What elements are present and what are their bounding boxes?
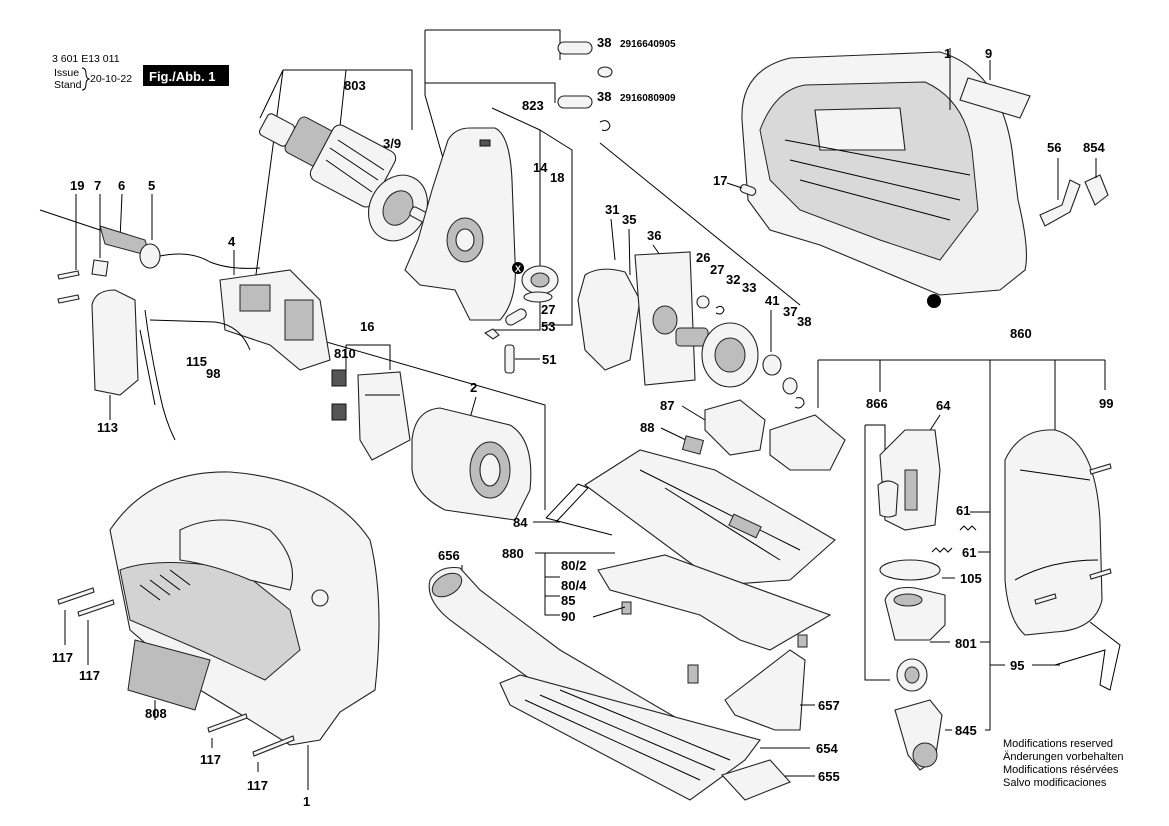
label-866: 866 bbox=[866, 396, 888, 411]
label-7: 7 bbox=[94, 178, 101, 193]
label-26: 26 bbox=[696, 250, 710, 265]
label-80-4: 80/4 bbox=[561, 578, 587, 593]
label-14: 14 bbox=[533, 160, 548, 175]
note-line-4: Salvo modificaciones bbox=[1003, 777, 1107, 789]
issue-label: Issue bbox=[54, 67, 79, 79]
label-99: 99 bbox=[1099, 396, 1113, 411]
bearing-plate-823: 823 14 18 X 27 53 51 bbox=[404, 29, 573, 374]
label-6: 6 bbox=[118, 178, 125, 193]
x-marker-icon bbox=[512, 262, 524, 274]
label-33: 33 bbox=[742, 280, 756, 295]
label-845: 845 bbox=[955, 723, 977, 738]
label-117-c: 117 bbox=[200, 752, 221, 767]
suction-adapter-656: 656 654 657 655 bbox=[428, 548, 840, 801]
label-801: 801 bbox=[955, 636, 977, 651]
label-880: 880 bbox=[502, 546, 524, 561]
label-3-9: 3/9 bbox=[383, 136, 401, 151]
cord-and-switch: 19 7 6 5 4 115 98 113 bbox=[39, 178, 331, 441]
label-51: 51 bbox=[542, 352, 556, 367]
modifications-note: Modifications reserved Änderungen vorbeh… bbox=[1003, 738, 1123, 789]
label-823: 823 bbox=[522, 98, 544, 113]
housing-half-lower: 808 117 117 117 117 1 bbox=[52, 471, 380, 809]
label-85: 85 bbox=[561, 593, 575, 608]
label-656: 656 bbox=[438, 548, 460, 563]
label-53: 53 bbox=[541, 319, 555, 334]
label-810: 810 bbox=[334, 346, 356, 361]
label-35: 35 bbox=[622, 212, 636, 227]
housing-half-1: 1 9 17 56 854 bbox=[713, 46, 1109, 308]
label-61-top: 61 bbox=[956, 503, 970, 518]
label-64: 64 bbox=[936, 398, 951, 413]
x-marker-icon-2 bbox=[927, 294, 941, 308]
label-9: 9 bbox=[985, 46, 992, 61]
blade-clamp-860: 860 866 64 99 61 61 105 801 bbox=[817, 326, 1121, 771]
label-860: 860 bbox=[1010, 326, 1032, 341]
label-38-right: 38 bbox=[797, 314, 811, 329]
label-4: 4 bbox=[228, 234, 236, 249]
label-654: 654 bbox=[816, 741, 838, 756]
base-plate-880: 880 80/2 80/4 85 90 bbox=[502, 449, 836, 684]
label-38-top: 38 bbox=[597, 35, 611, 50]
label-655: 655 bbox=[818, 769, 840, 784]
label-1-bottom: 1 bbox=[303, 794, 310, 809]
label-90: 90 bbox=[561, 609, 575, 624]
label-27: 27 bbox=[710, 262, 724, 277]
label-19: 19 bbox=[70, 178, 84, 193]
label-854: 854 bbox=[1083, 140, 1105, 155]
label-113: 113 bbox=[97, 420, 118, 435]
label-95: 95 bbox=[1010, 658, 1024, 673]
label-41: 41 bbox=[765, 293, 779, 308]
label-32: 32 bbox=[726, 272, 740, 287]
figure-label: Fig./Abb. 1 bbox=[149, 69, 215, 84]
bracket-803: 803 3/9 bbox=[249, 69, 546, 510]
label-56: 56 bbox=[1047, 140, 1061, 155]
label-18: 18 bbox=[550, 170, 564, 185]
header-block: 3 601 E13 011 Issue Stand 20-10-22 Fig./… bbox=[52, 53, 229, 91]
label-5: 5 bbox=[148, 178, 155, 193]
part-number-2916640905: 2916640905 bbox=[620, 39, 676, 50]
label-657: 657 bbox=[818, 698, 840, 713]
issue-date: 20-10-22 bbox=[90, 73, 132, 85]
label-117-a: 117 bbox=[52, 650, 73, 665]
label-31: 31 bbox=[605, 202, 619, 217]
note-line-1: Modifications reserved bbox=[1003, 738, 1113, 750]
gear-assembly: 31 35 36 26 27 32 33 41 37 38 87 88 bbox=[577, 202, 846, 471]
label-38-mid: 38 bbox=[597, 89, 611, 104]
label-87: 87 bbox=[660, 398, 674, 413]
label-808: 808 bbox=[145, 706, 167, 721]
label-2: 2 bbox=[470, 380, 477, 395]
note-line-3: Modifications résérvées bbox=[1003, 764, 1119, 776]
label-88: 88 bbox=[640, 420, 654, 435]
label-98: 98 bbox=[206, 366, 220, 381]
label-17: 17 bbox=[713, 173, 727, 188]
doc-number: 3 601 E13 011 bbox=[52, 53, 120, 65]
issue-brace bbox=[81, 67, 91, 91]
stand-label: Stand bbox=[54, 79, 82, 91]
label-27-lower: 27 bbox=[541, 302, 555, 317]
label-16: 16 bbox=[360, 319, 374, 334]
label-1-top: 1 bbox=[944, 46, 951, 61]
brush-and-stator: 16 810 2 84 bbox=[331, 319, 613, 536]
label-37: 37 bbox=[783, 304, 797, 319]
label-80-2: 80/2 bbox=[561, 558, 586, 573]
part-number-2916080909: 2916080909 bbox=[620, 93, 676, 104]
label-117-d: 117 bbox=[247, 778, 268, 793]
label-803: 803 bbox=[344, 78, 366, 93]
svg-text:X: X bbox=[515, 264, 521, 274]
armature bbox=[258, 113, 431, 242]
pin-parts-38: 38 2916640905 38 2916080909 bbox=[557, 35, 801, 306]
label-115: 115 bbox=[186, 354, 207, 369]
label-105: 105 bbox=[960, 571, 982, 586]
label-36: 36 bbox=[647, 228, 661, 243]
label-117-b: 117 bbox=[79, 668, 100, 683]
figure-label-box bbox=[143, 65, 229, 86]
label-84: 84 bbox=[513, 515, 528, 530]
note-line-2: Änderungen vorbehalten bbox=[1003, 751, 1123, 763]
label-61-bottom: 61 bbox=[962, 545, 976, 560]
